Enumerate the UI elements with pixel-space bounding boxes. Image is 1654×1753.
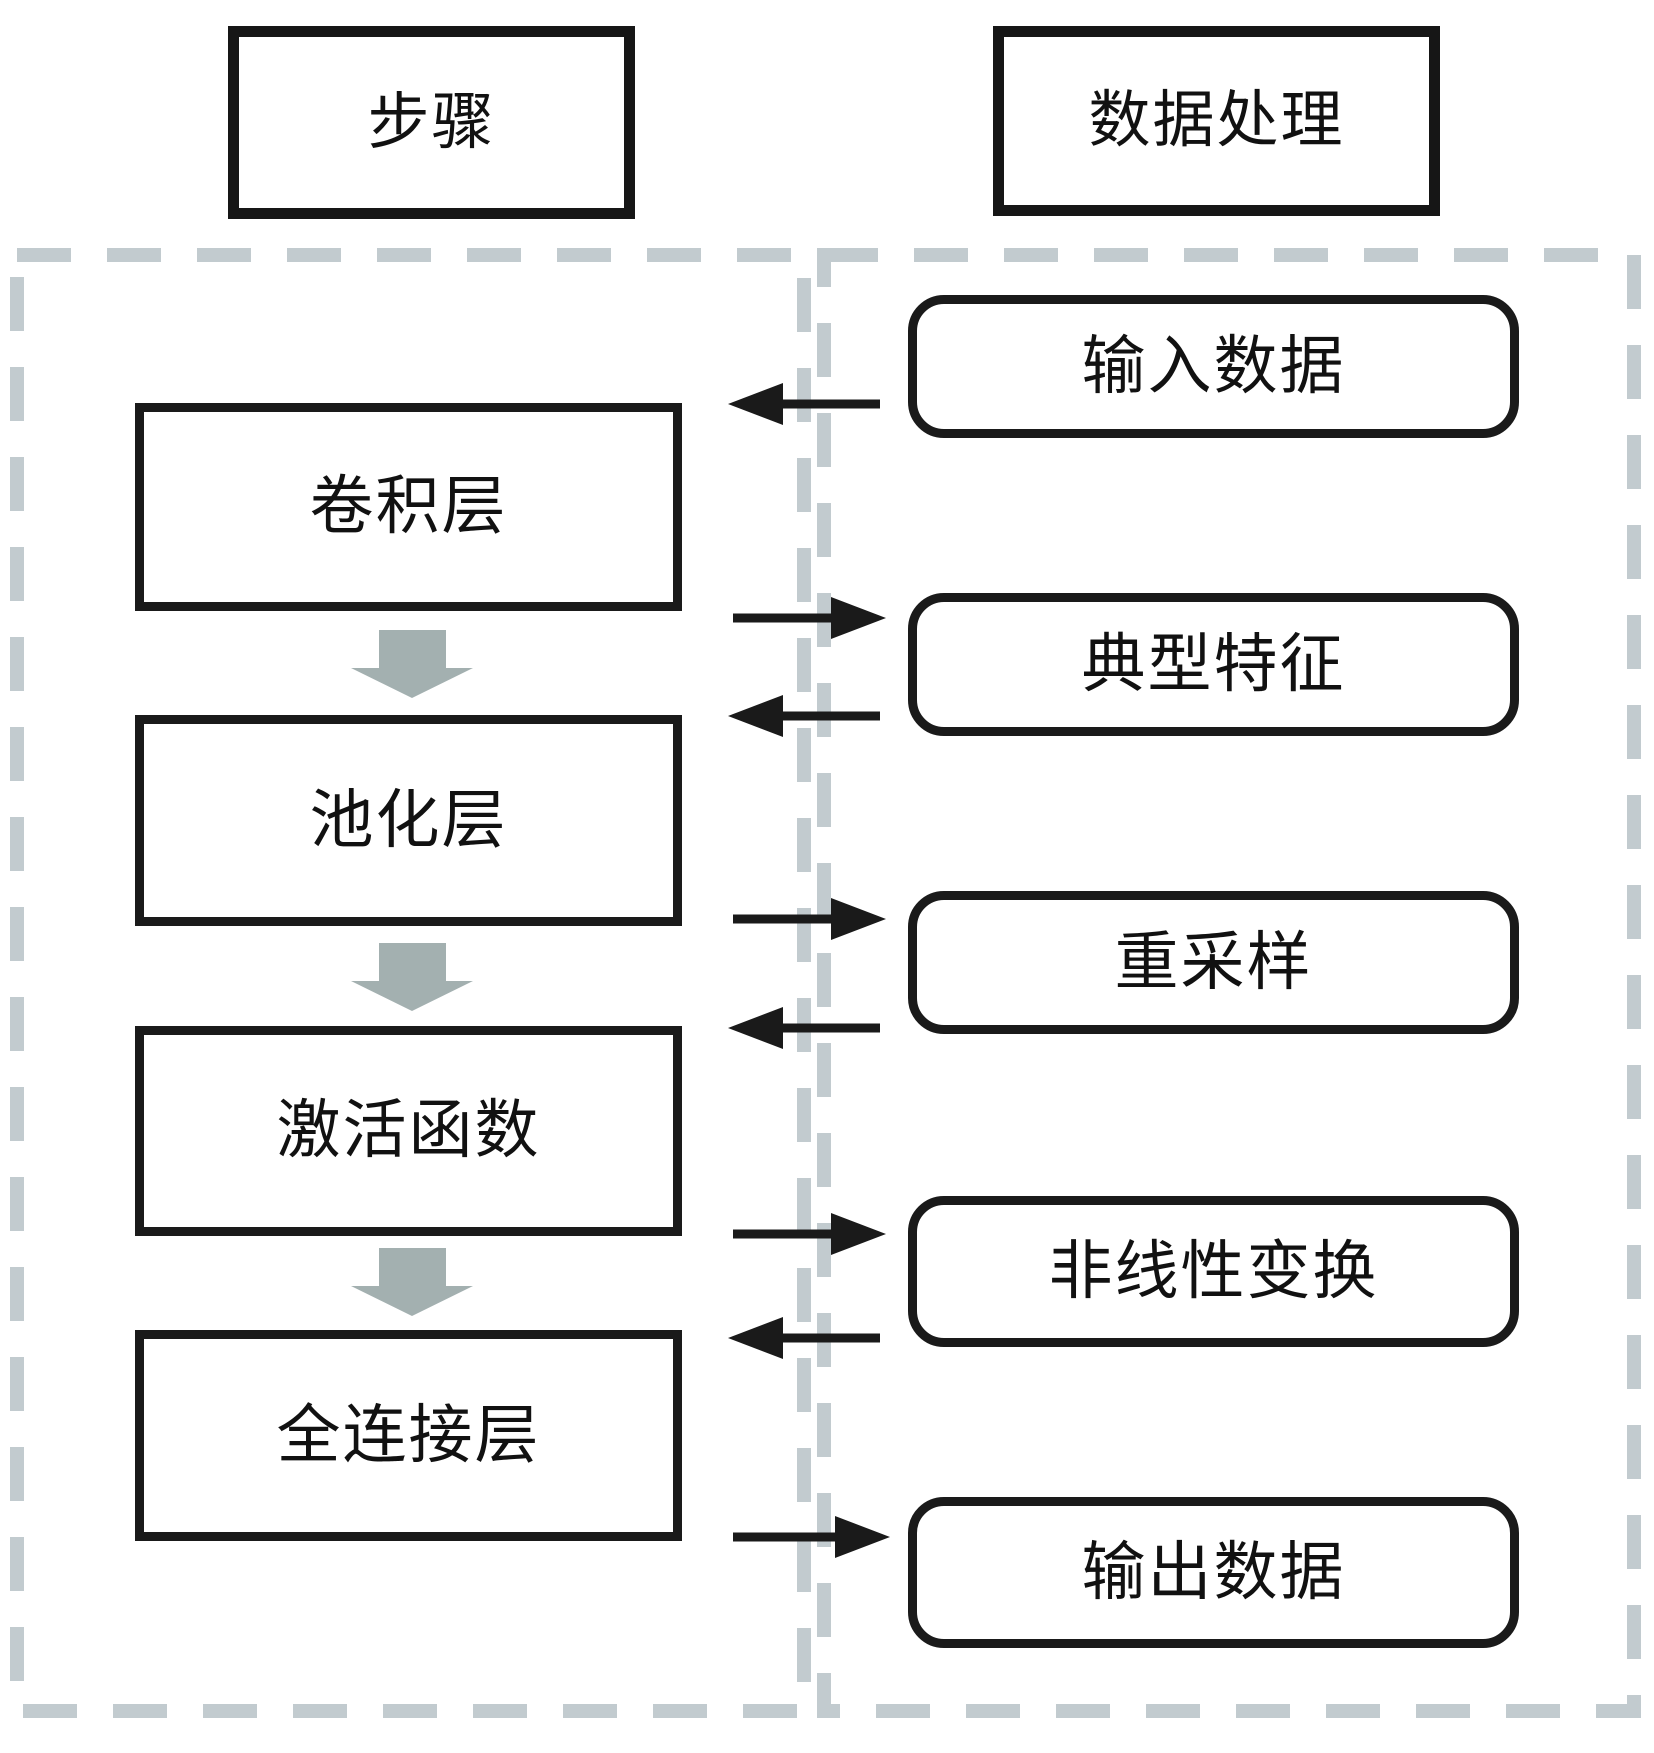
arrow-input-data-to-conv-layer xyxy=(728,383,880,425)
header-data-processing-label: 数据处理 xyxy=(1088,87,1345,155)
arrow-pool-layer-to-resampling xyxy=(733,898,886,940)
data-node-resampling: 重采样 xyxy=(908,891,1519,1034)
step-box-fc-layer: 全连接层 xyxy=(135,1330,682,1541)
header-steps-label: 步骤 xyxy=(367,88,496,157)
steps-dashed-container xyxy=(10,248,811,1718)
data-dashed-container xyxy=(817,248,1641,1718)
arrow-typical-features-to-pool-layer xyxy=(728,695,880,737)
step-box-activation-function: 激活函数 xyxy=(135,1026,682,1236)
arrow-conv-layer-to-typical-features xyxy=(733,597,886,639)
arrow-nonlinear-transform-to-fc-layer xyxy=(728,1317,880,1359)
down-block-arrow-activation-to-fc xyxy=(351,1248,473,1316)
step-box-label: 激活函数 xyxy=(276,1095,541,1166)
step-box-conv-layer: 卷积层 xyxy=(135,403,682,611)
data-node-label: 非线性变换 xyxy=(1048,1235,1379,1307)
arrow-resampling-to-activation-function xyxy=(728,1007,880,1049)
data-node-typical-features: 典型特征 xyxy=(908,593,1519,736)
data-node-label: 输出数据 xyxy=(1081,1536,1346,1608)
down-block-arrow-pool-to-activation xyxy=(351,943,473,1011)
data-node-label: 输入数据 xyxy=(1081,330,1346,402)
data-node-nonlinear-transform: 非线性变换 xyxy=(908,1196,1519,1347)
step-box-label: 全连接层 xyxy=(276,1399,541,1471)
data-node-input-data: 输入数据 xyxy=(908,295,1519,438)
data-node-label: 重采样 xyxy=(1114,926,1313,998)
data-node-output-data: 输出数据 xyxy=(908,1497,1519,1648)
arrow-fc-layer-to-output-data xyxy=(733,1516,890,1558)
step-box-pool-layer: 池化层 xyxy=(135,715,682,926)
step-box-label: 卷积层 xyxy=(309,471,508,542)
down-block-arrow-conv-to-pool xyxy=(351,630,473,698)
header-data-processing: 数据处理 xyxy=(993,26,1440,216)
arrow-activation-function-to-nonlinear-transform xyxy=(733,1213,886,1255)
data-node-label: 典型特征 xyxy=(1081,628,1346,700)
step-box-label: 池化层 xyxy=(309,784,508,856)
header-steps: 步骤 xyxy=(228,26,635,219)
